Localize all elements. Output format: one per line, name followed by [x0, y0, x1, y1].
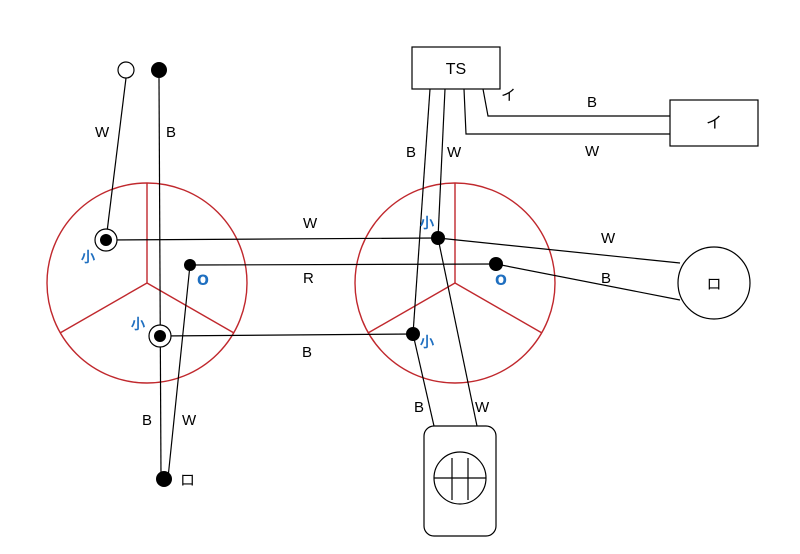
right-junction-box [354, 182, 556, 384]
mark-right-o: O [495, 273, 507, 289]
wire-mid-b [159, 333, 414, 337]
right-small-bot-dot [406, 327, 420, 341]
wire-ts-to-i-b [482, 88, 670, 117]
wire-mid-w [105, 237, 439, 241]
bottom-left-terminal [156, 471, 172, 487]
wire-bot-w [167, 264, 191, 479]
label-mid-b: B [302, 344, 312, 361]
wire-ts-w [437, 88, 446, 239]
label-ts-b: B [406, 144, 416, 161]
label-top-b: B [166, 124, 176, 141]
label-right-b: B [601, 270, 611, 287]
wire-mid-r [189, 263, 497, 266]
wire-outlet-w [437, 237, 478, 427]
outlet [423, 425, 497, 537]
label-bot-w: W [182, 412, 197, 429]
right-small-top-dot [431, 231, 445, 245]
wire-ts-b [412, 88, 431, 335]
ts-label: TS [446, 61, 466, 78]
lamp-label: ロ [706, 276, 721, 293]
label-mid-w: W [303, 215, 318, 232]
label-mid-r: R [303, 270, 314, 287]
top-filled-terminal [151, 62, 167, 78]
label-outlet-b: B [414, 399, 424, 416]
wire-top-b [158, 77, 162, 479]
label-ib: B [587, 94, 597, 111]
right-o-dot [489, 257, 503, 271]
right-box-i [669, 99, 759, 147]
left-o-dot [184, 259, 196, 271]
mark-left-o: O [197, 273, 209, 289]
mark-left-small-top: 小 [81, 250, 95, 266]
lamp-ro [677, 246, 751, 320]
bottom-left-label: ロ [180, 472, 195, 489]
label-right-w: W [601, 230, 616, 247]
label-outlet-w: W [475, 399, 490, 416]
label-top-w: W [95, 124, 110, 141]
left-small-bot-dot [154, 330, 166, 342]
mark-left-small-bot: 小 [131, 317, 145, 333]
wire-top-w [105, 77, 127, 241]
left-small-top-dot [100, 234, 112, 246]
label-ts-w: W [447, 144, 462, 161]
ts-i-tag: イ [501, 87, 516, 104]
ts-switch-box [411, 46, 501, 90]
label-bot-b: B [142, 412, 152, 429]
left-junction-box [46, 182, 248, 384]
right-box-label: イ [706, 115, 722, 132]
wire-ts-to-i-w [463, 88, 670, 135]
label-iw: W [585, 143, 600, 160]
mark-right-small-bot: 小 [420, 335, 434, 351]
wire-right-b [495, 263, 681, 301]
wire-right-w [437, 237, 681, 264]
mark-right-small-top: 小 [420, 216, 434, 232]
top-open-terminal [117, 61, 135, 79]
wire-outlet-b [412, 333, 435, 427]
